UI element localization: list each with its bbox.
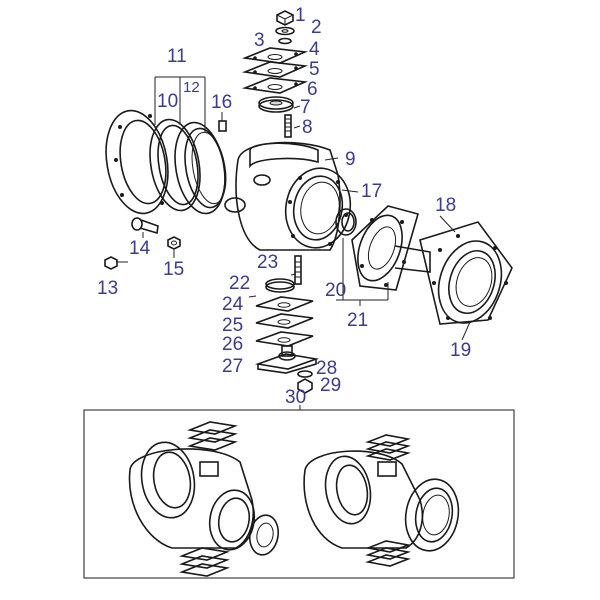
callout-2: 2	[311, 17, 322, 38]
callout-5: 5	[309, 59, 320, 80]
callout-28: 28	[316, 358, 338, 379]
callout-13: 13	[97, 278, 119, 299]
callout-3: 3	[254, 30, 265, 51]
callout-10: 10	[157, 91, 179, 112]
callout-4: 4	[309, 39, 320, 60]
callout-1: 1	[295, 5, 306, 26]
callout-11: 11	[167, 46, 187, 67]
callout-15: 15	[163, 259, 185, 280]
callout-6: 6	[307, 79, 318, 100]
callout-30: 30	[285, 387, 307, 408]
callout-22: 22	[229, 273, 251, 294]
left-fasteners	[104, 217, 181, 270]
callout-29: 29	[320, 375, 342, 396]
callout-9: 9	[345, 149, 356, 170]
callout-24: 24	[222, 294, 244, 315]
alternative-assembly-box	[83, 405, 515, 579]
callout-14: 14	[129, 238, 151, 259]
callout-25: 25	[222, 315, 244, 336]
callout-7: 7	[300, 97, 311, 118]
top-shim-stack	[241, 10, 309, 138]
central-housing	[218, 120, 352, 251]
left-bearing-rings	[105, 109, 227, 215]
callout-8: 8	[302, 117, 313, 138]
callout-18: 18	[435, 195, 457, 216]
callout-23: 23	[257, 252, 279, 273]
callout-27: 27	[222, 356, 244, 377]
right-spindle-assembly	[335, 205, 513, 325]
bottom-shim-stack	[254, 255, 320, 394]
callout-26: 26	[222, 334, 244, 355]
callout-17: 17	[361, 181, 383, 202]
callout-19: 19	[450, 340, 472, 361]
callout-16: 16	[211, 92, 233, 113]
callout-20: 20	[325, 280, 347, 301]
leader-lines	[116, 76, 471, 341]
callout-12: 12	[183, 79, 200, 96]
callout-21: 21	[347, 310, 369, 331]
